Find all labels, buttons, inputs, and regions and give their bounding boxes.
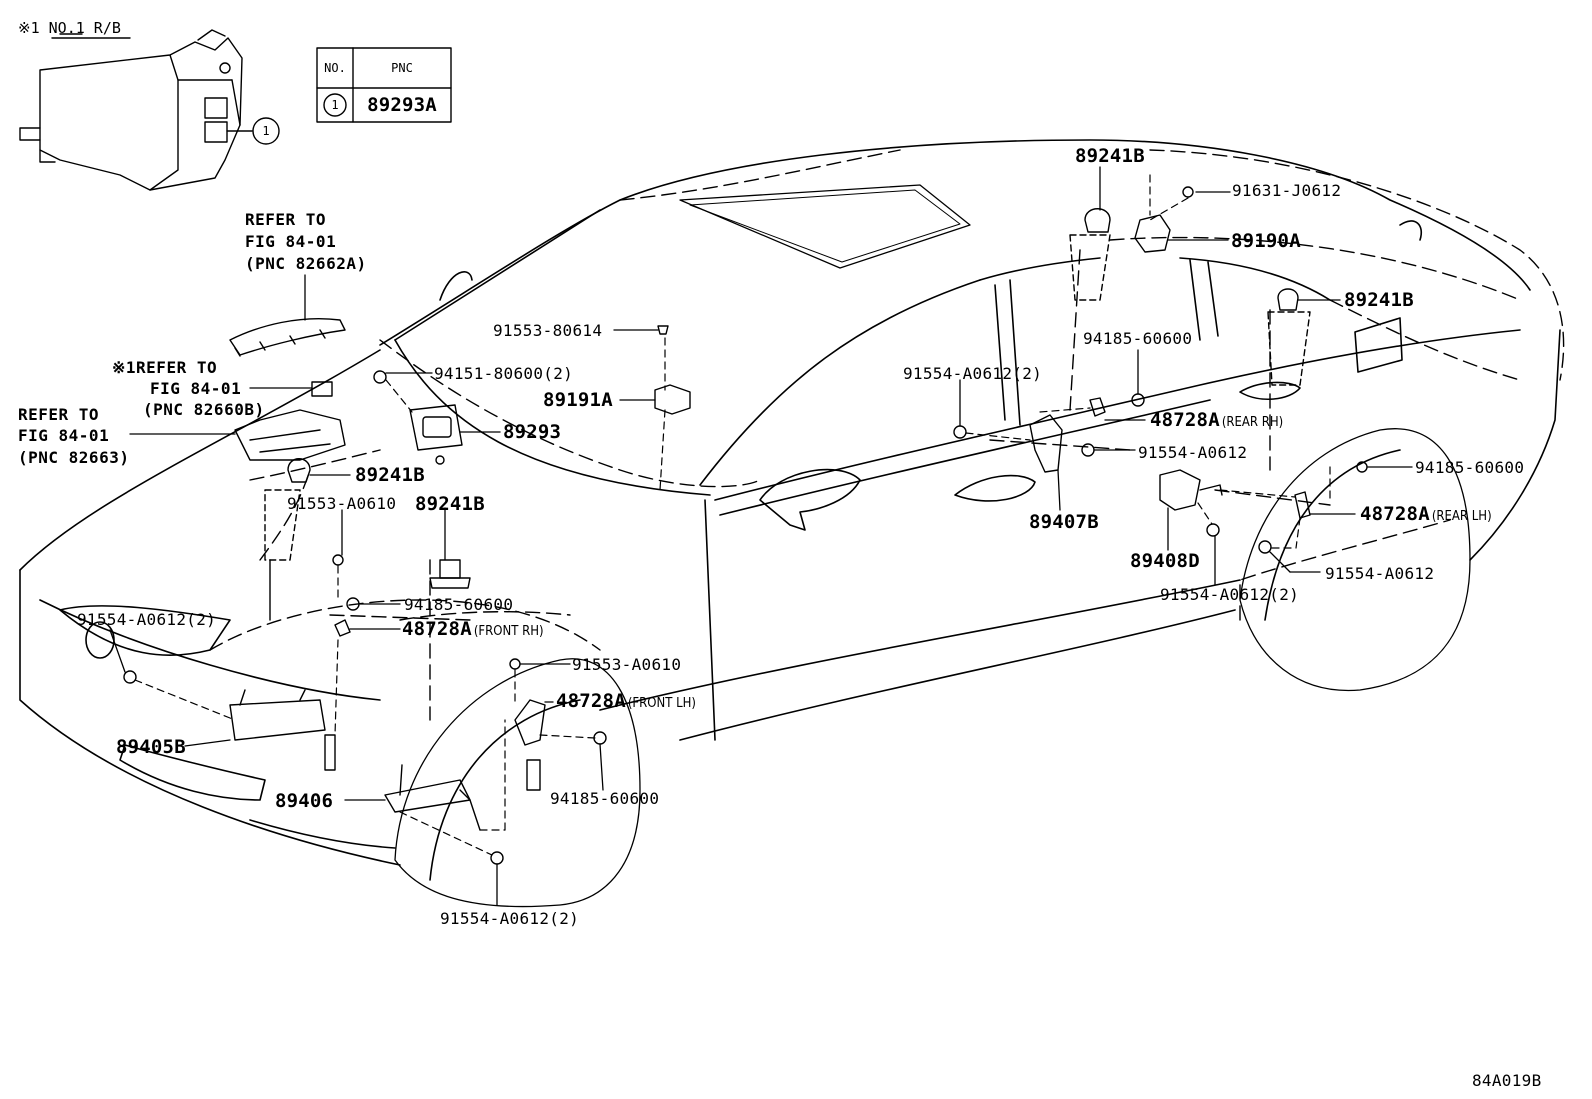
ref-82662a-line2: FIG 84-01 [245,232,337,251]
label-94185-front-rh: 94185-60600 [404,595,514,614]
component-sketches [123,186,1368,865]
label-94185-rear-rh: 94185-60600 [1083,329,1193,348]
label-91553-80614: 91553-80614 [493,321,603,340]
label-89408d: 89408D [1130,550,1200,572]
label-48728a-rear-rh-note: (REAR RH) [1221,415,1284,430]
label-89241b-front-rh: 89241B [355,464,425,486]
label-89191a: 89191A [543,389,613,411]
ref-82660b-line2: FIG 84-01 [150,379,242,398]
label-48728a-front-rh-part: 48728A [402,618,472,640]
label-48728a-front-rh: 48728A(FRONT RH) [402,620,544,639]
label-48728a-front-rh-note: (FRONT RH) [473,624,544,639]
label-91553-a0610: 91553-A0610 [287,494,397,513]
relay-box-drawing [19,29,280,191]
relay-box-title: ※1 NO.1 R/B [18,19,121,37]
ref-82663-line3: (PNC 82663) [18,448,130,467]
table-row-no: 1 [331,98,339,112]
ref-82662a-line3: (PNC 82662A) [245,254,367,273]
ref-82663-line1: REFER TO [18,405,100,424]
pnc-table-grid [316,47,452,123]
callout-marker-label: 1 [262,124,270,138]
label-89241b-rear: 89241B [1344,289,1414,311]
ref-82660b-line3: (PNC 82660B) [143,400,265,419]
label-89241b-front-lh: 89241B [415,493,485,515]
label-94151-80600: 94151-80600(2) [434,364,574,383]
label-94185-front-lh: 94185-60600 [550,789,660,808]
label-48728a-front-lh: 48728A(FRONT LH) [556,692,696,711]
label-89293: 89293 [503,421,562,443]
label-89241b-roof: 89241B [1075,145,1145,167]
table-row-pnc: 89293A [367,94,437,116]
label-91554-a0612-2-rear: 91554-A0612(2) [1160,585,1300,604]
callout-marker-circle [252,117,280,145]
label-48728a-rear-lh-note: (REAR LH) [1431,509,1492,524]
table-header-no: NO. [324,61,346,75]
label-89406: 89406 [275,790,334,812]
label-48728a-front-lh-part: 48728A [556,690,626,712]
label-89405b: 89405B [116,736,186,758]
label-48728a-rear-rh-part: 48728A [1150,409,1220,431]
label-91553-a0610-lh: 91553-A0610 [572,655,682,674]
label-94185-rear-lh: 94185-60600 [1415,458,1525,477]
leader-lines [109,166,1413,906]
label-91554-a0612-rear-lh: 91554-A0612 [1325,564,1435,583]
label-91554-a0612-mid: 91554-A0612 [1138,443,1248,462]
label-91631-j0612: 91631-J0612 [1232,181,1342,200]
figure-id: 84A019B [1472,1071,1542,1090]
label-48728a-front-lh-note: (FRONT LH) [627,696,696,711]
label-89407b: 89407B [1029,511,1099,533]
label-91554-a0612-2-front: 91554-A0612(2) [77,610,217,629]
label-89190a: 89190A [1231,230,1301,252]
label-91554-a0612-2-door: 91554-A0612(2) [903,364,1043,383]
association-lines [134,174,1331,856]
car-body-outline [19,139,1561,908]
label-91554-a0612-2-bottom: 91554-A0612(2) [440,909,580,928]
label-48728a-rear-lh: 48728A(REAR LH) [1360,505,1492,524]
ref-82662a-line1: REFER TO [245,210,327,229]
table-header-pnc: PNC [391,61,413,75]
car-hidden-lines [209,149,1565,721]
label-48728a-rear-lh-part: 48728A [1360,503,1430,525]
ref-82660b-line1: ※1REFER TO [112,358,218,377]
label-48728a-rear-rh: 48728A(REAR RH) [1150,411,1283,430]
ref-82663-line2: FIG 84-01 [18,426,110,445]
